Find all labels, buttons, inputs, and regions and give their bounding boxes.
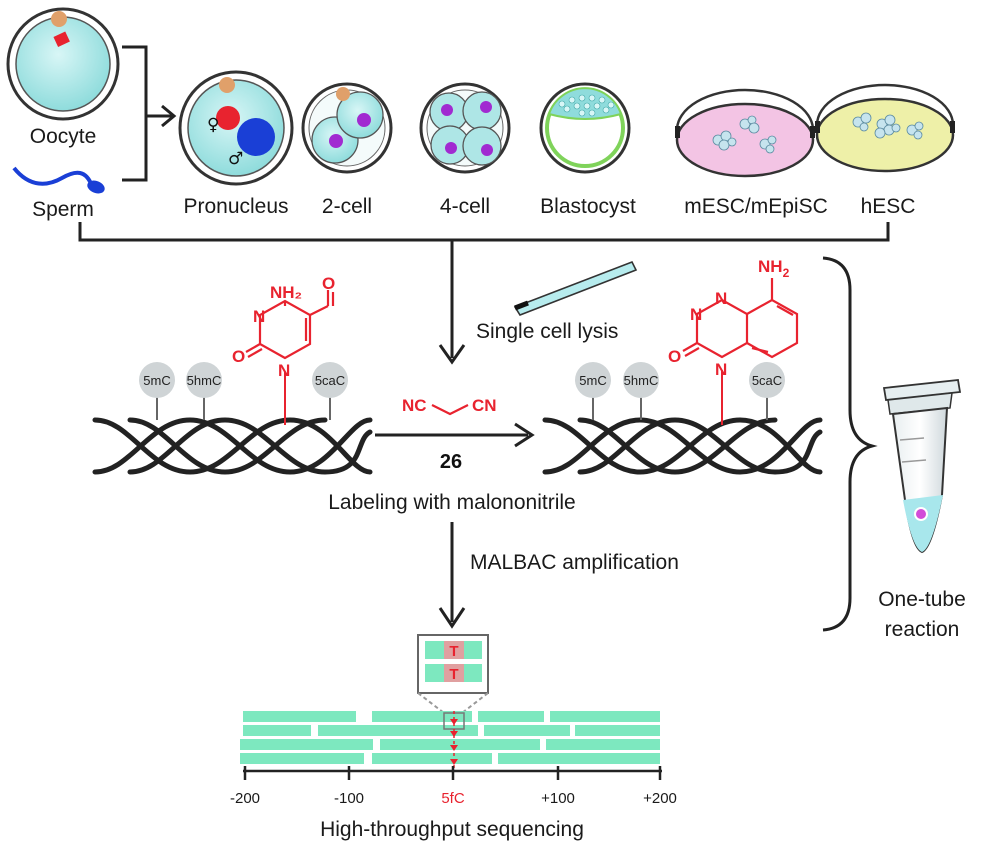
mark-5cac-left: 5caC (312, 362, 348, 398)
ring-n-bottom-left: N (278, 361, 290, 380)
bracket-arrow (122, 45, 177, 182)
cn-label: CN (472, 396, 497, 415)
hesc-label: hESC (861, 195, 916, 218)
dna-helix-right (542, 417, 823, 475)
two-cell-label: 2-cell (322, 195, 372, 218)
one-tube-label-line2: reaction (885, 618, 960, 641)
5fc-structure: NH₂ O N N O (232, 274, 335, 425)
svg-text:5caC: 5caC (315, 373, 345, 388)
sperm-icon (12, 166, 105, 194)
mesc-dish (675, 88, 815, 178)
mark-5mc-right: 5mC (575, 362, 611, 398)
mark-5cac-right: 5caC (749, 362, 785, 398)
collector-line (78, 222, 890, 365)
svg-text:5caC: 5caC (752, 373, 782, 388)
aldehyde-o: O (322, 274, 335, 293)
ring-n-top-left: N (253, 307, 265, 326)
oocyte-label: Oocyte (30, 125, 97, 148)
sperm-label: Sperm (32, 198, 94, 221)
compound-number: 26 (440, 451, 462, 473)
axis-tick-5fc: 5fC (441, 790, 465, 807)
read-base-1: T (449, 643, 458, 660)
sequencing-label: High-throughput sequencing (320, 818, 584, 841)
blastocyst-embryo (539, 82, 631, 174)
male-symbol: ♂ (228, 149, 243, 169)
ring-n-bottom-right: N (715, 360, 727, 379)
mark-pins-left (156, 395, 331, 420)
axis-tick-minus100: -100 (334, 790, 364, 807)
dna-helix-left (92, 417, 373, 475)
male-pronucleus (237, 118, 275, 156)
lysis-label: Single cell lysis (476, 320, 618, 343)
four-cell-embryo (419, 82, 511, 174)
female-pronucleus (216, 106, 240, 130)
mesc-label: mESC/mEpiSC (684, 195, 828, 218)
axis-tick-plus100: +100 (541, 790, 575, 807)
ring-n-fused: N (715, 289, 727, 308)
nh2-label-right: NH2 (758, 257, 790, 280)
spindle (53, 31, 70, 47)
malononitrile: NC CN (402, 396, 497, 416)
position-axis (243, 766, 662, 780)
labeling-arrow (375, 422, 535, 448)
oocyte-cell (6, 7, 120, 121)
labeled-product-structure: NH2 N N N O (668, 257, 799, 425)
axis-tick-minus200: -200 (230, 790, 260, 807)
read-base-2: T (449, 666, 458, 683)
svg-text:5hmC: 5hmC (624, 373, 659, 388)
pronucleus-cell: ♀ ♂ (178, 70, 294, 186)
carbonyl-o-right: O (668, 347, 681, 366)
four-cell-label: 4-cell (440, 195, 490, 218)
zoom-callout: T T (417, 634, 489, 714)
svg-text:5mC: 5mC (579, 373, 606, 388)
pipette-icon (513, 260, 638, 316)
polar-body (51, 11, 67, 27)
female-symbol: ♀ (207, 115, 219, 135)
mark-5mc-left: 5mC (139, 362, 175, 398)
two-cell-embryo (301, 82, 393, 174)
nh2-label-left: NH₂ (270, 283, 302, 302)
sequencing-reads (240, 711, 660, 764)
svg-text:5mC: 5mC (143, 373, 170, 388)
pronucleus-label: Pronucleus (183, 195, 288, 218)
blastocyst-label: Blastocyst (540, 195, 636, 218)
mark-5hmc-left: 5hmC (186, 362, 222, 398)
tube-icon (882, 379, 962, 554)
one-tube-label-line1: One-tube (878, 588, 966, 611)
mark-5hmc-right: 5hmC (623, 362, 659, 398)
svg-text:5hmC: 5hmC (187, 373, 222, 388)
hesc-colonies (852, 112, 924, 140)
right-brace (822, 256, 878, 632)
mesc-colonies (712, 115, 777, 154)
carbonyl-o-left: O (232, 347, 245, 366)
hesc-dish (815, 83, 955, 173)
amplification-arrow (438, 522, 466, 629)
nc-label: NC (402, 396, 427, 415)
axis-tick-plus200: +200 (643, 790, 677, 807)
ring-n-top-right: N (690, 305, 702, 324)
mark-pins-right (592, 395, 768, 420)
labeling-label: Labeling with malononitrile (328, 491, 575, 514)
amplification-label: MALBAC amplification (470, 551, 679, 574)
